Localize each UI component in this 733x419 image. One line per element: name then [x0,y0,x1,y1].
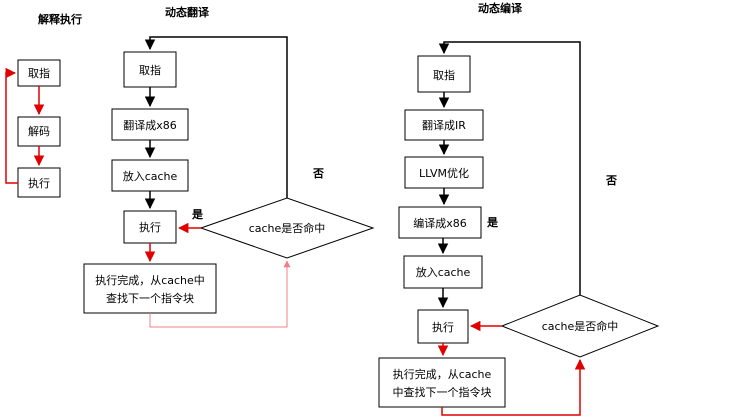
interpret-decode-box [17,116,61,147]
translate-to-x86-label: 翻译成x86 [123,118,177,132]
title-dynamic-translate: 动态翻译 [165,5,210,19]
interpret-flow: 取指 解码 执行 [5,59,61,198]
translate-fetch-label: 取指 [139,63,161,77]
compile-to-x86-label: 编译成x86 [413,216,467,230]
translate-to-x86-box [111,108,189,141]
translate-decision-label: cache是否命中 [249,221,326,235]
interpret-fetch-box [17,59,61,87]
compile-execute-label: 执行 [432,320,454,334]
compile-put-cache-label: 放入cache [416,265,471,279]
compile-llvm-opt-label: LLVM优化 [419,166,469,180]
title-dynamic-compile: 动态编译 [478,1,523,15]
compile-llvm-opt-box [404,156,484,189]
translate-execute-box [123,210,177,244]
translate-done-line2: 查找下一个指令块 [106,291,194,305]
translate-put-cache-box [111,159,189,192]
translate-fetch-box [123,51,177,88]
translate-yes-label: 是 [191,208,204,221]
compile-to-x86-box [398,206,482,239]
translate-flow: 取指 翻译成x86 放入cache 执行 执行完成，从cache中 查找下一个指… [83,36,375,328]
translate-arrow-done-decision [149,260,291,328]
compile-put-cache-box [403,255,483,289]
compile-done-line1: 执行完成，从cache [393,367,492,381]
translate-done-line1: 执行完成，从cache中 [95,273,205,287]
compile-decision-diamond [500,294,660,358]
compile-arrow-miss-fetch [438,41,581,295]
compile-done-line2: 中查找下一个指令块 [393,385,492,399]
translate-arrow-miss-fetch [144,36,288,198]
compile-to-ir-label: 翻译成IR [422,118,466,132]
interpret-execute-label: 执行 [28,176,50,190]
compile-no-label: 否 [605,174,617,187]
translate-decision-diamond [199,197,375,259]
compile-fetch-label: 取指 [433,68,455,82]
compile-fetch-box [417,55,471,93]
compile-arrow-done-decision [441,358,586,416]
compile-flow: 取指 翻译成IR LLVM优化 编译成x86 放入cache 执行 执行完成，从… [378,41,660,416]
title-interpret: 解释执行 [38,12,82,26]
translate-put-cache-label: 放入cache [123,169,178,183]
compile-done-box [378,357,506,408]
interpret-fetch-label: 取指 [28,66,50,80]
compile-decision-label: cache是否命中 [542,319,619,333]
compile-execute-box [417,309,469,344]
interpret-execute-box [17,167,61,198]
translate-done-box [83,263,217,314]
translate-execute-label: 执行 [139,220,161,234]
translate-no-label: 否 [312,167,324,180]
interpret-decode-label: 解码 [28,124,50,138]
interpret-loop-arrow [5,67,18,184]
compile-yes-label: 是 [486,216,499,229]
